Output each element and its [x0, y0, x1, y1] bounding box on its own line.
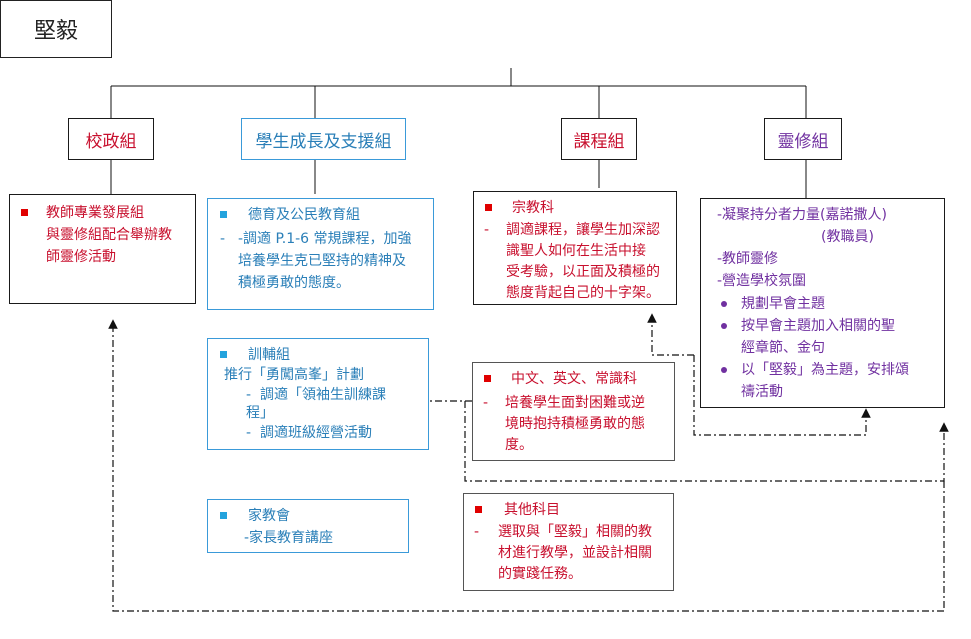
moral-education-box: 德育及公民教育組 - -調適 P.1-6 常規課程，加強 培養學生克已堅持的精神… — [207, 198, 434, 310]
guidance-box: 訓輔組 推行「勇闖高峯」計劃 - 調適「領袖生訓練課 程」 - 調適班級經營活動 — [207, 338, 429, 450]
other-line-1: 選取與「堅毅」相關的教 — [498, 524, 652, 540]
guidance-line-3: 程」 — [246, 405, 274, 421]
spiritual-line-1: -凝聚持分者力量(嘉諾撒人) — [717, 207, 887, 223]
admin-line-3: 師靈修活動 — [46, 249, 116, 265]
admin-box: 教師專業發展組 與靈修組配合舉辦教 師靈修活動 — [9, 194, 196, 304]
spiritual-line-3: -教師靈修 — [717, 251, 779, 267]
guidance-line-2: 調適「領袖生訓練課 — [260, 387, 386, 403]
bullet-dot-icon — [721, 301, 727, 307]
group-curriculum-label: 課程組 — [573, 131, 625, 152]
bullet-square-icon — [220, 351, 227, 358]
bullet-square-icon — [220, 512, 227, 519]
other-line-2: 材進行教學，並設計相關 — [498, 545, 652, 561]
moral-line-1: -調適 P.1-6 常規課程，加強 — [238, 231, 412, 247]
group-spiritual: 靈修組 — [764, 118, 842, 160]
group-student: 學生成長及支援組 — [241, 118, 406, 160]
religion-line-3: 受考驗，以正面及積極的 — [506, 264, 660, 280]
other-title: 其他科目 — [504, 502, 560, 518]
religion-title: 宗教科 — [512, 200, 554, 216]
religion-box: 宗教科 - 調適課程，讓學生加深認 識聖人如何在生活中接 受考驗，以正面及積極的… — [473, 191, 677, 305]
bullet-square-icon — [21, 209, 28, 216]
bullet-square-icon — [220, 211, 227, 218]
subjects-box: 中文、英文、常識科 - 培養學生面對困難或逆 境時抱持積極勇敢的態 度。 — [472, 362, 675, 461]
root-node: 堅毅 — [0, 0, 112, 58]
religion-line-1: 調適課程，讓學生加深認 — [506, 222, 660, 238]
spiritual-bullet-2b: 經章節、金句 — [741, 340, 825, 356]
bullet-dot-icon — [721, 367, 727, 373]
bullet-square-icon — [475, 506, 482, 513]
dashdot-arrows — [108, 313, 949, 612]
bullet-dot-icon — [721, 323, 727, 329]
guidance-dash-2: - — [246, 425, 252, 441]
subjects-line-2: 境時抱持積極勇敢的態 — [505, 416, 645, 432]
group-curriculum: 課程組 — [561, 118, 637, 160]
bullet-square-icon — [485, 204, 492, 211]
subjects-title: 中文、英文、常識科 — [511, 371, 637, 387]
guidance-line-4: 調適班級經營活動 — [260, 425, 372, 441]
moral-line-2: 培養學生克已堅持的精神及 — [238, 253, 406, 269]
other-line-3: 的實踐任務。 — [498, 566, 582, 582]
pta-box: 家教會 -家長教育講座 — [207, 499, 409, 553]
group-spiritual-label: 靈修組 — [777, 131, 829, 152]
subjects-line-3: 度。 — [505, 437, 533, 453]
admin-line-2: 與靈修組配合舉辦教 — [46, 227, 172, 243]
religion-line-4: 態度背起自己的十字架。 — [506, 285, 660, 301]
moral-line-3: 積極勇敢的態度。 — [238, 275, 350, 291]
spiritual-bullet-1: 規劃早會主題 — [741, 296, 825, 312]
religion-dash: - — [484, 222, 490, 238]
subjects-line-1: 培養學生面對困難或逆 — [505, 395, 645, 411]
admin-line-1: 教師專業發展組 — [46, 205, 144, 221]
group-admin-label: 校政組 — [85, 131, 137, 152]
pta-title: 家教會 — [248, 508, 290, 524]
spiritual-line-4: -營造學校氛圍 — [717, 273, 807, 289]
religion-line-2: 識聖人如何在生活中接 — [506, 243, 646, 259]
spiritual-bullet-3b: 禱活動 — [741, 384, 783, 400]
bullet-square-icon — [484, 375, 491, 382]
moral-dash: - — [220, 231, 226, 247]
spiritual-bullet-2a: 按早會主題加入相關的聖 — [741, 318, 895, 334]
group-admin: 校政組 — [68, 118, 154, 160]
tree-lines — [110, 68, 807, 198]
guidance-title: 訓輔組 — [248, 347, 290, 363]
other-subjects-box: 其他科目 - 選取與「堅毅」相關的教 材進行教學，並設計相關 的實踐任務。 — [463, 493, 674, 591]
other-dash: - — [474, 524, 480, 540]
spiritual-line-2: (教職員) — [821, 229, 874, 245]
pta-line-1: -家長教育講座 — [244, 530, 334, 546]
group-student-label: 學生成長及支援組 — [255, 131, 392, 152]
guidance-line-1: 推行「勇闖高峯」計劃 — [224, 367, 364, 383]
spiritual-bullet-3a: 以「堅毅」為主題，安排頌 — [741, 362, 909, 378]
moral-title: 德育及公民教育組 — [248, 207, 360, 223]
guidance-dash-1: - — [246, 387, 252, 403]
spiritual-box: -凝聚持分者力量(嘉諾撒人) (教職員) -教師靈修 -營造學校氛圍 規劃早會主… — [700, 198, 945, 408]
root-label: 堅毅 — [33, 19, 78, 44]
subjects-dash: - — [483, 395, 489, 411]
